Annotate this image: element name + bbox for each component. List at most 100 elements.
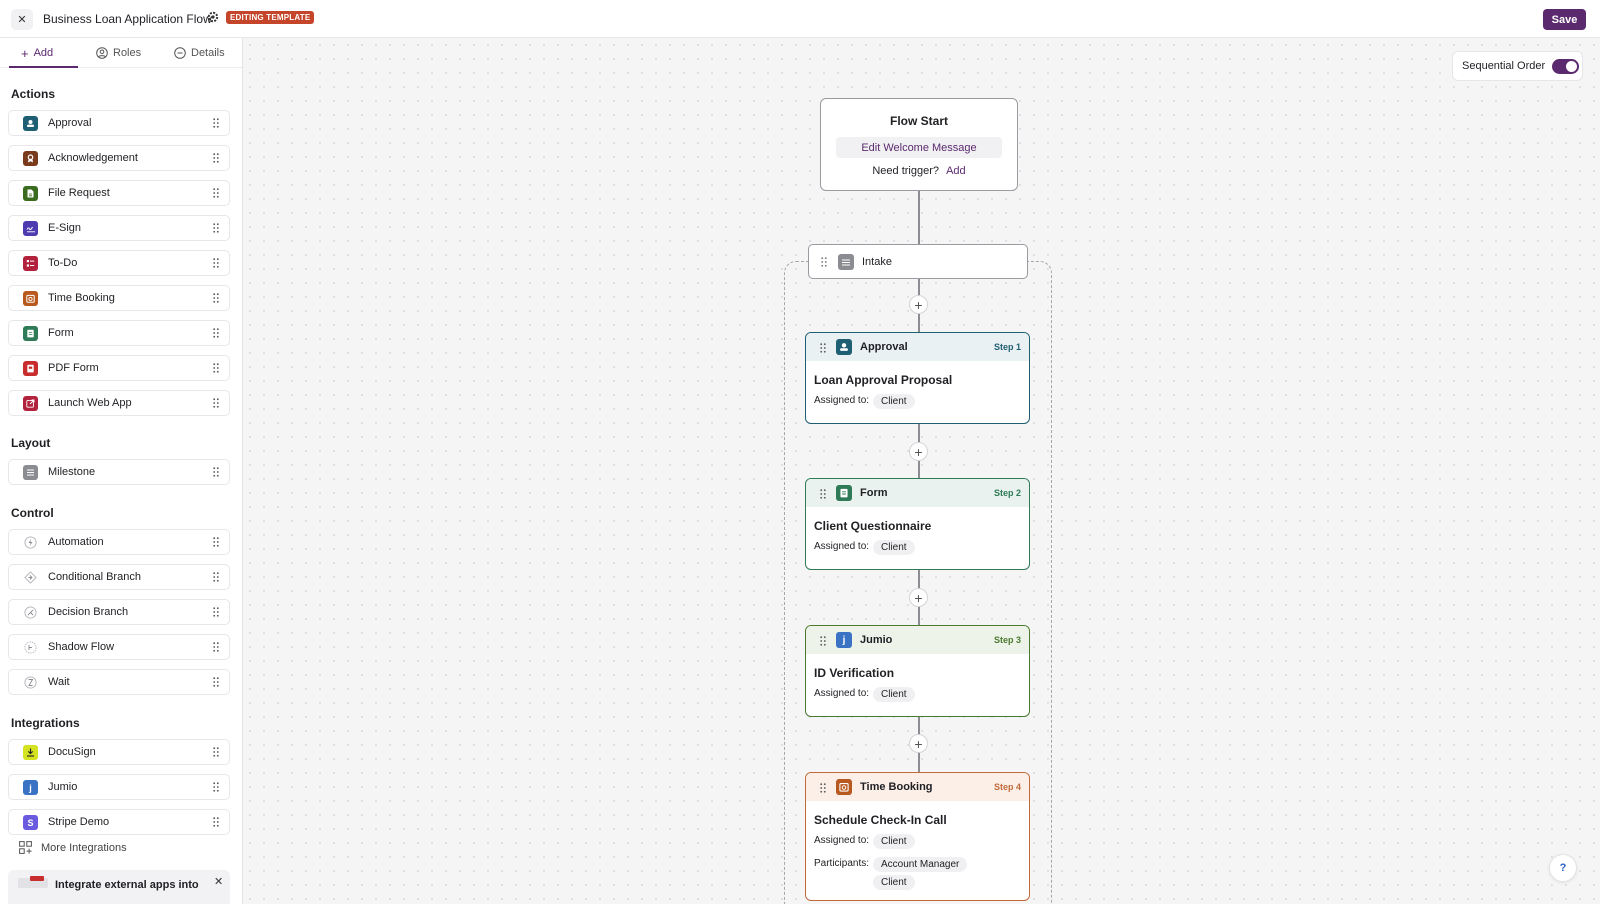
close-button[interactable]: ✕ [11, 9, 33, 30]
step-type: Jumio [860, 634, 893, 646]
more-integrations-label: More Integrations [41, 841, 127, 854]
drag-handle-icon[interactable] [213, 677, 219, 687]
sequential-order-control: Sequential Order [1452, 51, 1583, 81]
time-booking-icon [23, 291, 38, 306]
add-step-button[interactable]: + [909, 295, 928, 314]
user-circle-icon [96, 47, 108, 59]
assigned-to-label: Assigned to: [814, 835, 870, 846]
sidebar-item-conditional-branch[interactable]: Conditional Branch [8, 564, 230, 590]
section-heading-integrations: Integrations [11, 716, 80, 730]
drag-handle-icon[interactable] [213, 537, 219, 547]
close-icon[interactable]: ✕ [214, 876, 224, 888]
drag-handle-icon[interactable] [213, 293, 219, 303]
sidebar-item-shadow-flow[interactable]: Shadow Flow [8, 634, 230, 660]
sidebar-item-launch-web-app[interactable]: Launch Web App [8, 390, 230, 416]
section-heading-actions: Actions [11, 87, 56, 101]
drag-handle-icon[interactable] [213, 747, 219, 757]
more-integrations-link[interactable]: More Integrations [19, 841, 127, 854]
drag-handle-icon[interactable] [213, 258, 219, 268]
sidebar-item-time-booking[interactable]: Time Booking [8, 285, 230, 311]
step-card-jumio[interactable]: j Jumio Step 3 ID Verification Assigned … [805, 625, 1030, 717]
sidebar-item-stripe-demo[interactable]: S Stripe Demo [8, 809, 230, 835]
save-button[interactable]: Save [1543, 9, 1586, 30]
sequential-order-toggle[interactable] [1552, 59, 1579, 74]
drag-handle-icon[interactable] [820, 343, 826, 353]
step-number: Step 4 [993, 782, 1021, 792]
step-title: Schedule Check-In Call [814, 813, 947, 827]
drag-handle-icon[interactable] [213, 782, 219, 792]
section-heading-layout: Layout [11, 436, 51, 450]
add-step-button[interactable]: + [909, 442, 928, 461]
add-step-button[interactable]: + [909, 734, 928, 753]
flow-start-title: Flow Start [889, 114, 948, 128]
plus-icon: + [21, 45, 29, 61]
sidebar-item-jumio[interactable]: j Jumio [8, 774, 230, 800]
sidebar-item-approval[interactable]: Approval [8, 110, 230, 136]
sidebar-item-wait[interactable]: Wait [8, 669, 230, 695]
sidebar-item-milestone[interactable]: Milestone [8, 459, 230, 485]
sidebar-item-label: Wait [48, 676, 70, 688]
sidebar-item-to-do[interactable]: To-Do [8, 250, 230, 276]
sidebar-item-file-request[interactable]: File Request [8, 180, 230, 206]
add-trigger-link[interactable]: Add [946, 165, 966, 177]
step-header: Approval Step 1 [806, 333, 1029, 361]
sidebar-item-form[interactable]: Form [8, 320, 230, 346]
decision-branch-icon [23, 605, 38, 620]
close-icon: ✕ [17, 14, 27, 26]
sidebar-item-label: PDF Form [48, 362, 99, 374]
flow-title: Business Loan Application Flow [43, 12, 212, 26]
assignee-chip: Client [873, 540, 915, 555]
drag-handle-icon[interactable] [213, 467, 219, 477]
step-number: Step 2 [993, 488, 1021, 498]
wait-icon [23, 675, 38, 690]
drag-handle-icon[interactable] [213, 188, 219, 198]
drag-handle-icon[interactable] [213, 363, 219, 373]
sidebar-item-label: Time Booking [48, 292, 115, 304]
drag-handle-icon[interactable] [213, 153, 219, 163]
sidebar-item-pdf-form[interactable]: PDF Form [8, 355, 230, 381]
minus-circle-icon [174, 47, 186, 59]
milestone-icon [838, 254, 854, 270]
participant-chip: Client [873, 875, 915, 890]
tab-details-label: Details [191, 47, 225, 59]
sidebar-item-label: To-Do [48, 257, 78, 269]
tab-roles[interactable]: Roles [96, 38, 141, 68]
time-booking-icon [836, 779, 852, 795]
form-icon [836, 485, 852, 501]
drag-handle-icon[interactable] [213, 398, 219, 408]
approval-icon [836, 339, 852, 355]
drag-handle-icon[interactable] [213, 223, 219, 233]
sidebar-item-e-sign[interactable]: E-Sign [8, 215, 230, 241]
milestone-icon [23, 465, 38, 480]
gear-icon[interactable] [207, 11, 219, 23]
tab-details[interactable]: Details [174, 38, 225, 68]
sidebar-item-docusign[interactable]: DocuSign [8, 739, 230, 765]
promo-text: Integrate external apps into [55, 879, 199, 891]
drag-handle-icon[interactable] [213, 607, 219, 617]
sidebar-item-decision-branch[interactable]: Decision Branch [8, 599, 230, 625]
sidebar-item-automation[interactable]: Automation [8, 529, 230, 555]
drag-handle-icon[interactable] [821, 257, 827, 267]
sidebar-item-label: E-Sign [48, 222, 82, 234]
todo-icon [23, 256, 38, 271]
drag-handle-icon[interactable] [213, 572, 219, 582]
file-request-icon [23, 186, 38, 201]
edit-welcome-message-button[interactable]: Edit Welcome Message [836, 137, 1002, 158]
step-header: Time Booking Step 4 [806, 773, 1029, 801]
drag-handle-icon[interactable] [213, 328, 219, 338]
step-card-approval[interactable]: Approval Step 1 Loan Approval Proposal A… [805, 332, 1030, 424]
step-card-form[interactable]: Form Step 2 Client Questionnaire Assigne… [805, 478, 1030, 570]
drag-handle-icon[interactable] [820, 489, 826, 499]
drag-handle-icon[interactable] [213, 817, 219, 827]
sidebar-item-acknowledgement[interactable]: Acknowledgement [8, 145, 230, 171]
step-type: Approval [860, 341, 908, 353]
drag-handle-icon[interactable] [213, 118, 219, 128]
help-button[interactable]: ? [1549, 854, 1577, 882]
drag-handle-icon[interactable] [213, 642, 219, 652]
tab-add[interactable]: + Add [21, 38, 53, 68]
drag-handle-icon[interactable] [820, 636, 826, 646]
milestone-intake[interactable]: Intake [808, 244, 1028, 279]
add-step-button[interactable]: + [909, 588, 928, 607]
step-card-time-booking[interactable]: Time Booking Step 4 Schedule Check-In Ca… [805, 772, 1030, 901]
drag-handle-icon[interactable] [820, 783, 826, 793]
